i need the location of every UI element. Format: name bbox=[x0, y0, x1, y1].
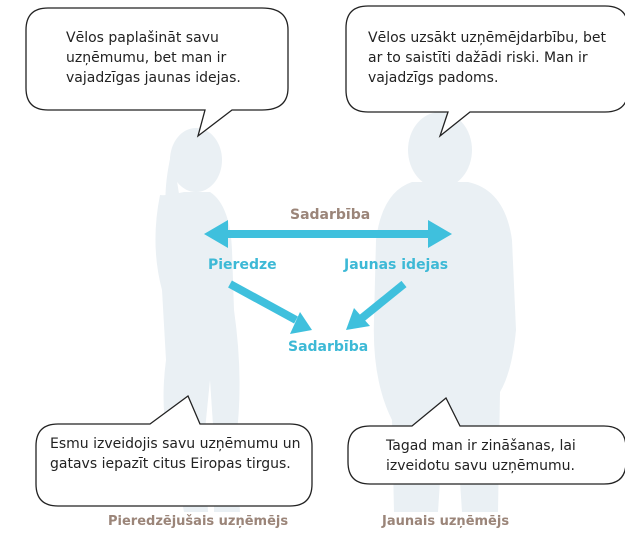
cooperation-top-label: Sadarbība bbox=[290, 207, 371, 223]
new-entrepreneur-caption: Jaunais uzņēmējs bbox=[382, 514, 510, 529]
experience-label: Pieredze bbox=[208, 257, 277, 273]
new-ideas-label: Jaunas idejas bbox=[344, 257, 449, 273]
bubble-top-right-text: Vēlos uzsākt uzņēmējdarbību, bet ar to s… bbox=[368, 30, 607, 86]
bubble-top-left-shape bbox=[25, 7, 289, 138]
arrow-ideas-to-cooperation bbox=[346, 280, 407, 330]
bubble-bottom-left-text: Esmu izveidojis savu uzņēmumu un gatavs … bbox=[50, 436, 301, 472]
bubble-top-left-text: Vēlos paplašināt savu uzņēmumu, bet man … bbox=[66, 30, 241, 86]
double-arrow bbox=[204, 220, 452, 248]
bubble-bottom-left-shape bbox=[35, 394, 313, 507]
cooperation-center-label: Sadarbība bbox=[288, 339, 369, 355]
bubble-bottom-right-text: Tagad man ir zināšanas, lai izveidotu sa… bbox=[386, 438, 576, 474]
bubble-top-right-shape bbox=[345, 5, 625, 138]
experienced-entrepreneur-caption: Pieredzējušais uzņēmējs bbox=[108, 514, 289, 529]
bubble-bottom-right-shape bbox=[347, 396, 625, 485]
arrow-experience-to-cooperation bbox=[228, 280, 312, 334]
